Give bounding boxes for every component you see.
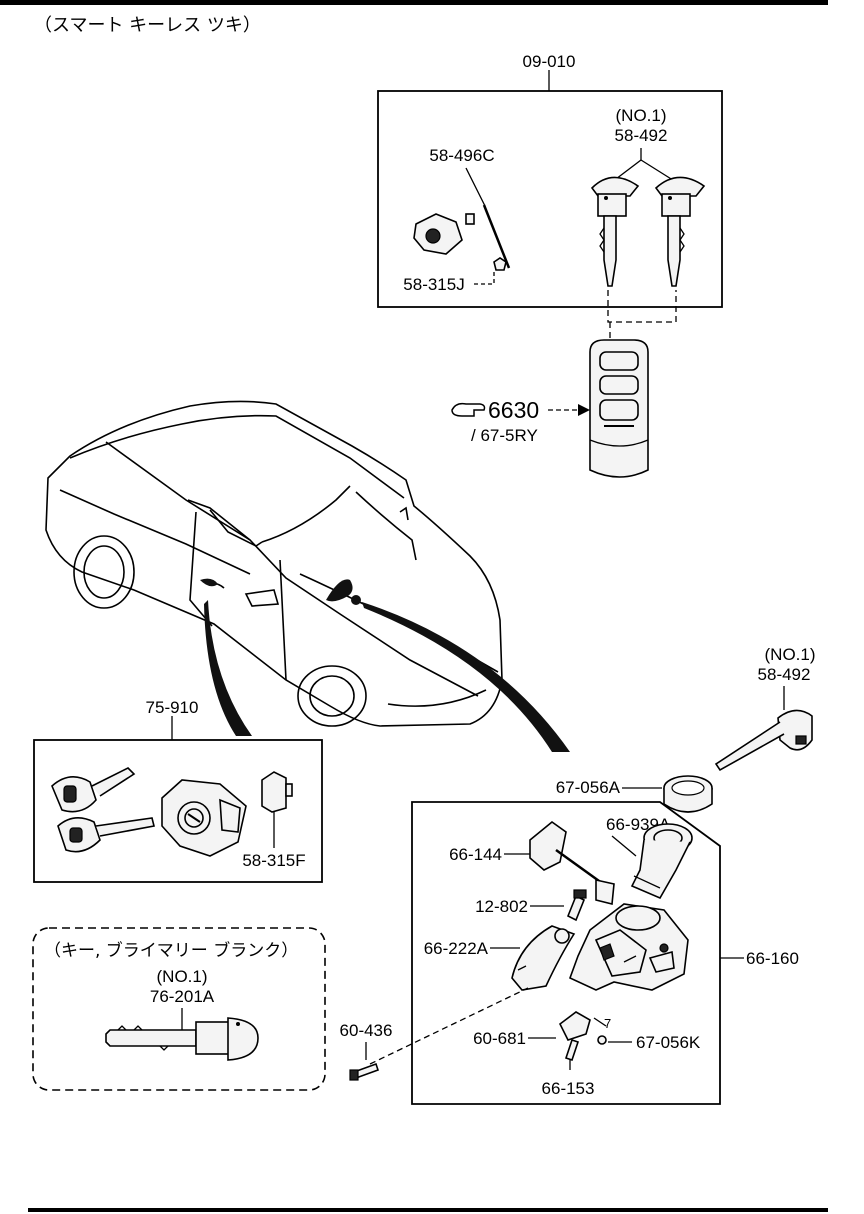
callout-lock-asm: 66-160 [746, 949, 799, 968]
callout-clip: 60-681 [473, 1029, 526, 1048]
callout-clip-screw: 67-056K [636, 1033, 701, 1052]
callout-screw-left: 60-436 [340, 1021, 393, 1040]
callout-key-note-top: (NO.1) [616, 106, 667, 125]
ignition-location-mark [326, 579, 353, 602]
door-lock-location-mark [200, 578, 218, 587]
callout-kit-top: 09-010 [523, 52, 576, 71]
cover-part: 66-222A [424, 925, 576, 991]
housing-part: 66-939A [606, 815, 693, 900]
blank-key-box: （キー, ブライマリー ブランク） (NO.1) 76-201A [32, 927, 326, 1091]
callout-ring-a: 67-056A [556, 778, 621, 797]
callout-clip-bolt: 66-153 [542, 1079, 595, 1098]
lock-cylinder-small: 58-496C 58-315J [403, 146, 511, 294]
callout-cover: 66-222A [424, 939, 489, 958]
clip-mark: 7 [604, 1016, 611, 1031]
pointing-hand-icon [451, 402, 486, 417]
callout-key-top: 58-492 [615, 126, 668, 145]
callout-spring-top: 58-496C [429, 146, 494, 165]
clip-screw-part: 67-056K [597, 1033, 701, 1052]
door-keys [51, 767, 155, 853]
ignition-lock-body [568, 903, 689, 991]
callout-door-cap: 58-315F [242, 851, 305, 870]
callout-bracket: 66-144 [449, 845, 502, 864]
key-left [590, 176, 640, 287]
pointer-ignition [362, 602, 570, 752]
callout-remote-sub: / 67-5RY [471, 426, 538, 445]
remote-callout: 6630 / 67-5RY [451, 397, 590, 445]
blank-key [105, 1017, 259, 1061]
callout-bolt: 12-802 [475, 897, 528, 916]
bracket-part: 66-144 [449, 820, 615, 906]
door-kit-box-75-910: 75-910 58-315F [33, 698, 323, 883]
bolt-part: 12-802 [475, 889, 587, 922]
key-right [654, 176, 706, 287]
ring-part: 67-056A [556, 775, 713, 813]
callout-cap-top: 58-315J [403, 275, 464, 294]
door-cap: 58-315F [242, 771, 306, 870]
callout-key-note-right: (NO.1) [765, 645, 816, 664]
callout-remote-code: 6630 [488, 397, 539, 423]
kit-box-09-010: 09-010 (NO.1) 58-492 [377, 52, 723, 308]
blank-key-box-title: （キー, ブライマリー ブランク） [44, 940, 298, 961]
clip-bolt-part: 66-153 [542, 1038, 595, 1098]
callout-blank-key: 76-201A [150, 987, 215, 1006]
top-rule [0, 0, 828, 5]
pointer-door [204, 600, 252, 736]
key-link-dash [607, 290, 677, 323]
callout-blank-note: (NO.1) [157, 967, 208, 986]
smart-key-fob [589, 339, 649, 478]
screw-left-part: 60-436 [340, 1021, 393, 1081]
clip-part: 60-681 7 [473, 1011, 611, 1048]
page-title: （スマート キーレス ツキ） [34, 15, 261, 36]
door-lock-cylinder [161, 779, 247, 857]
vehicle-outline [45, 400, 503, 727]
callout-door-kit: 75-910 [146, 698, 199, 717]
key-right-loose: (NO.1) 58-492 [714, 645, 816, 772]
key-pair-top: (NO.1) 58-492 [590, 106, 706, 287]
bottom-rule [28, 1208, 828, 1212]
callout-key-right: 58-492 [758, 665, 811, 684]
ignition-box-66-160: 66-160 67-056A 66-144 66-939A [369, 775, 799, 1105]
